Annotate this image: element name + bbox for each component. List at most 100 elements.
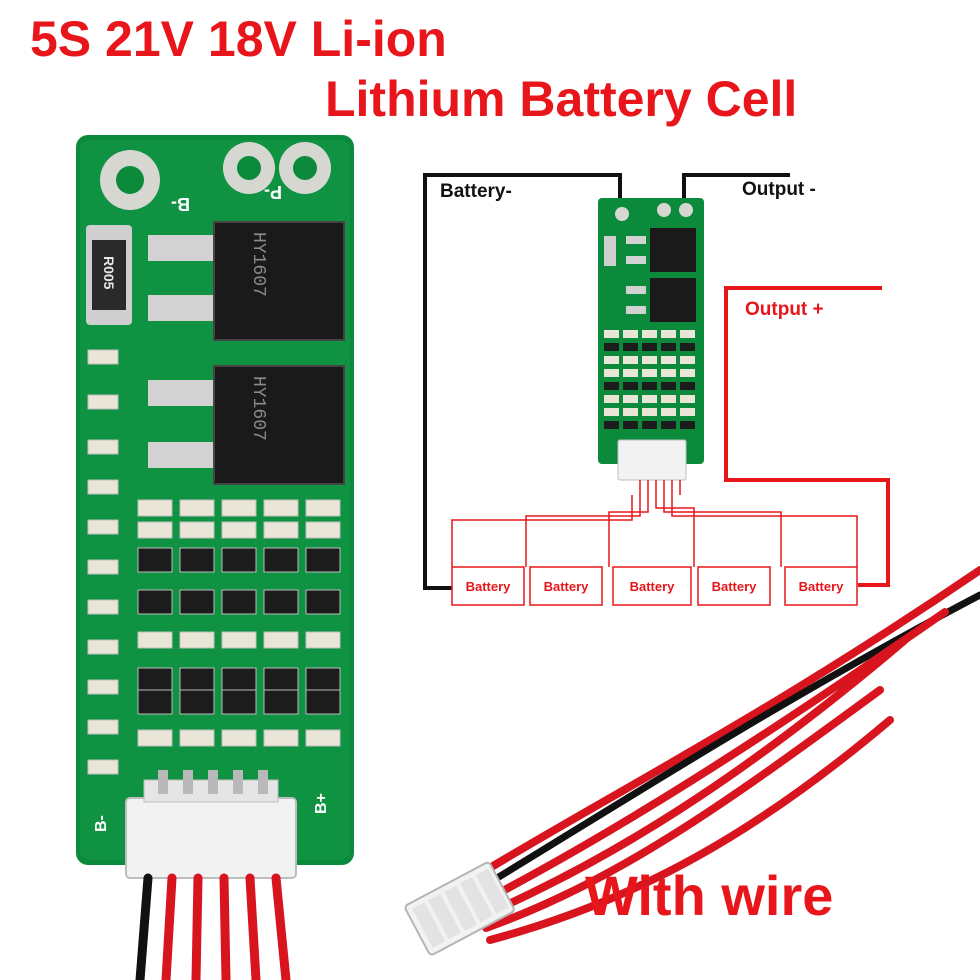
smd-part (137, 689, 173, 715)
output-minus-label: Output - (742, 179, 816, 200)
smd-part (263, 589, 299, 615)
smd-part (221, 689, 257, 715)
mosfet-top-label: HY1607 (248, 232, 268, 297)
mini-smd-part (680, 356, 695, 364)
mini-smd-part (661, 395, 676, 403)
pad-label-b-minus: B- (171, 194, 190, 214)
mini-smd-part (623, 421, 638, 429)
battery-cell: Battery (784, 566, 858, 606)
smd-part (87, 719, 119, 735)
smd-part (263, 547, 299, 573)
mini-smd-part (661, 421, 676, 429)
mini-smd-part (623, 369, 638, 377)
smd-part (221, 521, 257, 539)
mini-smd-part (604, 330, 619, 338)
sense-resistor: R005 (86, 225, 132, 325)
battery-cell: Battery (697, 566, 771, 606)
mini-smd-part (642, 421, 657, 429)
battery-cell-label: Battery (630, 579, 676, 594)
mini-smd-part (604, 421, 619, 429)
smd-part (87, 479, 119, 495)
pad-label-b-plus: B+ (313, 793, 330, 814)
mini-smd-part (680, 382, 695, 390)
diagram-bms-board (598, 198, 704, 481)
smd-part (305, 729, 341, 747)
mini-smd-part (623, 408, 638, 416)
loose-cable-connector (404, 861, 515, 956)
smd-part (137, 729, 173, 747)
smd-part (305, 689, 341, 715)
smd-part (305, 667, 341, 693)
mosfet-bottom: HY1607 (148, 365, 345, 485)
smd-part (179, 521, 215, 539)
smd-part (179, 667, 215, 693)
mini-smd-part (661, 382, 676, 390)
smd-part (305, 631, 341, 649)
smd-part (137, 499, 173, 517)
smd-part (87, 639, 119, 655)
mini-smd-part (623, 343, 638, 351)
mini-smd-part (604, 356, 619, 364)
smd-part (87, 519, 119, 535)
mini-smd-part (623, 356, 638, 364)
mini-smd-part (623, 330, 638, 338)
smd-part (305, 589, 341, 615)
mini-smd-part (661, 343, 676, 351)
pad-label-b-minus-bottom: B- (93, 815, 110, 832)
smd-part (87, 439, 119, 455)
title-line-1: 5S 21V 18V Li-ion (30, 11, 447, 67)
smd-part (137, 631, 173, 649)
mini-smd-part (680, 343, 695, 351)
with-wire-caption: With wire (585, 864, 834, 927)
battery-minus-label: Battery- (440, 181, 512, 202)
title-line-2: Lithium Battery Cell (325, 71, 798, 127)
battery-cell-label: Battery (466, 579, 512, 594)
mosfet-top: HY1607 (148, 221, 345, 341)
mini-smd-part (642, 382, 657, 390)
smd-part (179, 631, 215, 649)
smd-part (305, 547, 341, 573)
smd-part (305, 499, 341, 517)
smd-part (221, 547, 257, 573)
mini-smd-part (604, 369, 619, 377)
smd-part (263, 729, 299, 747)
smd-part (221, 667, 257, 693)
mini-smd-part (680, 421, 695, 429)
smd-part (221, 589, 257, 615)
mini-smd-part (604, 382, 619, 390)
smd-part (137, 667, 173, 693)
mosfet-bottom-label: HY1607 (248, 376, 268, 441)
smd-part (87, 349, 119, 365)
smd-part (263, 667, 299, 693)
pad-label-p-minus: P- (264, 182, 282, 202)
smd-part (87, 559, 119, 575)
mini-smd-part (642, 395, 657, 403)
smd-part (179, 547, 215, 573)
smd-part (137, 547, 173, 573)
battery-cell-label: Battery (712, 579, 758, 594)
smd-part (87, 679, 119, 695)
smd-part (263, 631, 299, 649)
mini-smd-part (680, 369, 695, 377)
mini-smd-part (680, 395, 695, 403)
mini-smd-part (642, 356, 657, 364)
resistor-label: R005 (101, 256, 117, 290)
mini-smd-part (661, 330, 676, 338)
smd-part (221, 499, 257, 517)
smd-component-array (87, 349, 341, 775)
mini-smd-part (661, 356, 676, 364)
smd-part (137, 589, 173, 615)
smd-part (179, 729, 215, 747)
mini-smd-part (642, 343, 657, 351)
smd-part (305, 521, 341, 539)
mini-smd-part (680, 408, 695, 416)
smd-part (263, 521, 299, 539)
mini-smd-part (604, 395, 619, 403)
smd-part (179, 689, 215, 715)
loose-cable-harness (466, 566, 980, 944)
mini-smd-part (623, 395, 638, 403)
battery-cell: Battery (451, 566, 525, 606)
mini-smd-part (604, 408, 619, 416)
